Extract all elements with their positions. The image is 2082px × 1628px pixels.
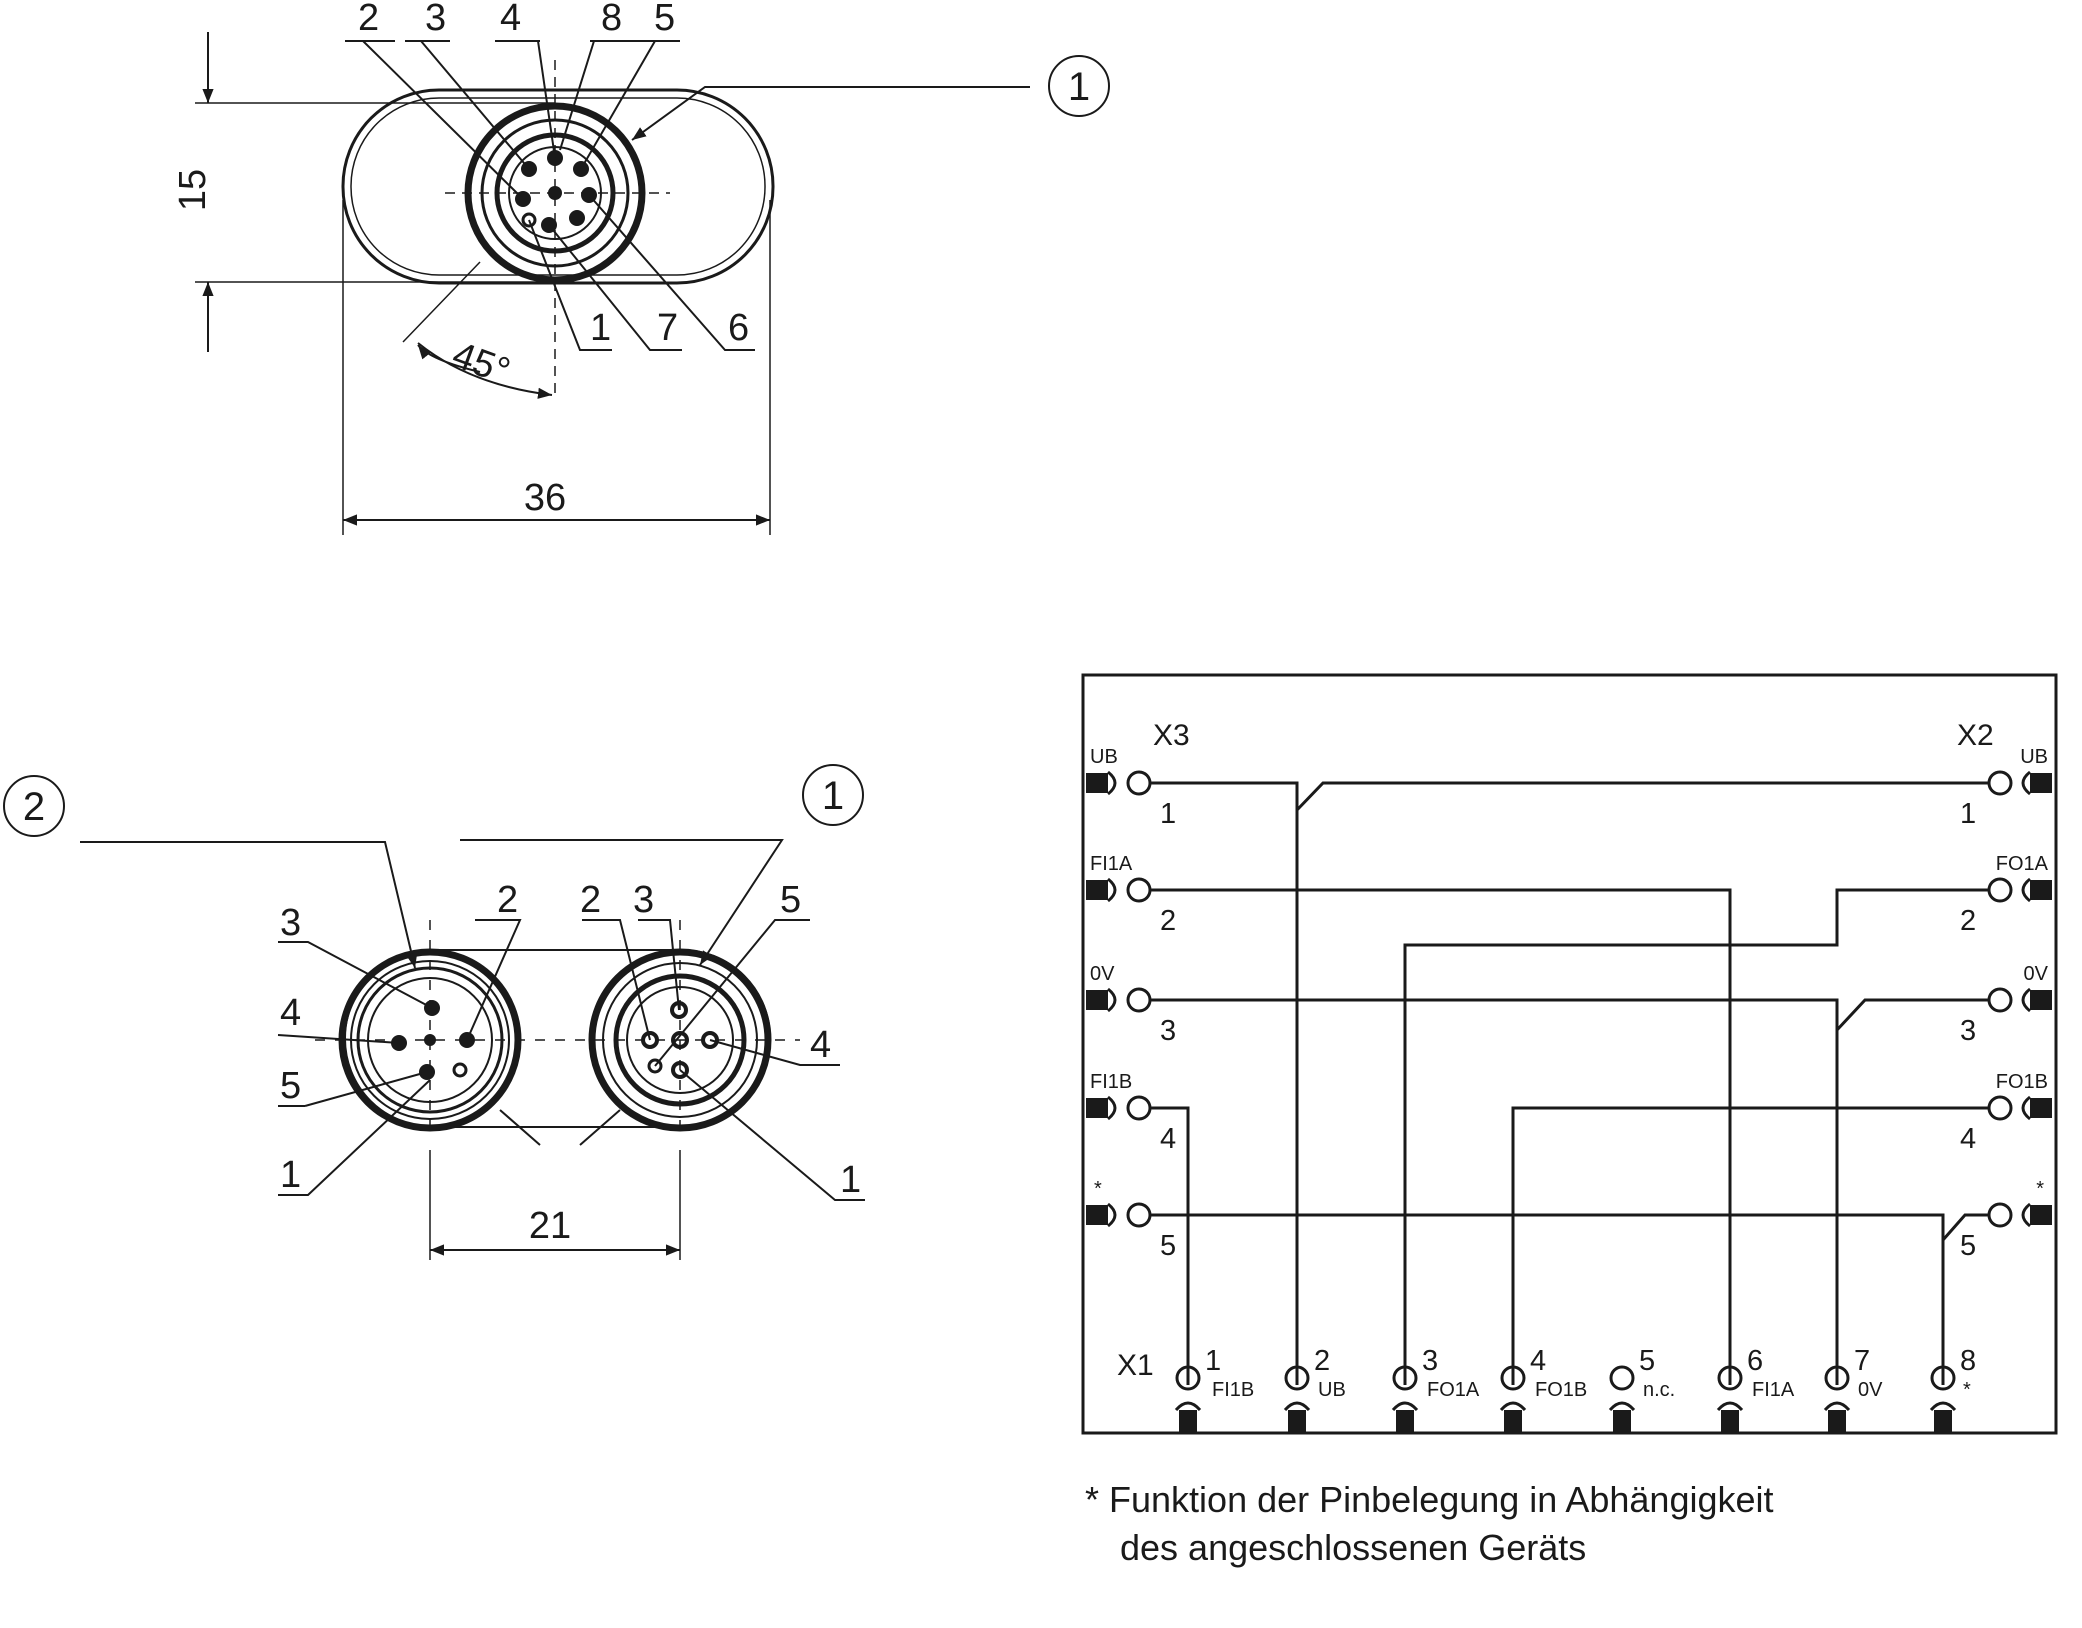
x1-pin-8-label: * [1963, 1379, 1971, 1401]
callout-6: 6 [728, 307, 749, 349]
x2-pin-5-label: * [2036, 1178, 2044, 1200]
right-callout-2: 2 [580, 879, 601, 921]
x1-pin-6-label: FI1A [1752, 1379, 1795, 1401]
left-callout-4: 4 [280, 992, 301, 1034]
wires [1150, 781, 1990, 1385]
right-callout-5: 5 [780, 879, 801, 921]
x1-pin-3-label: FO1A [1427, 1379, 1480, 1401]
x3-pin-2 [1086, 877, 1152, 903]
dim-height: 15 [172, 169, 214, 211]
callout-8: 8 [601, 0, 622, 39]
x1-label: X1 [1117, 1349, 1154, 1382]
x1-pin-4-label: FO1B [1535, 1379, 1587, 1401]
left-callout-3: 3 [280, 902, 301, 944]
x1-pin-6 [1716, 1365, 1744, 1432]
x3-pin-5 [1086, 1202, 1152, 1228]
callout-5: 5 [654, 0, 675, 39]
left-callout-1: 1 [280, 1154, 301, 1196]
x3-pin-1-label: UB [1090, 746, 1118, 768]
right-callout-4: 4 [810, 1024, 831, 1066]
x3-pin-3 [1086, 987, 1152, 1013]
ref-circle-1b [802, 764, 864, 826]
footnote-line-2: des angeschlossenen Geräts [1120, 1527, 1586, 1568]
x2-pin-2-label: FO1A [1996, 853, 2049, 875]
schematic-frame [1081, 673, 2058, 1435]
wiring-schematic: X3 X2 X1 [1081, 673, 2058, 1435]
footnote-line-1: * Funktion der Pinbelegung in Abhängigke… [1085, 1479, 1774, 1520]
x2-pin-4 [1987, 1095, 2052, 1121]
ref-circle-2 [3, 775, 65, 837]
x1-pin-7-label: 0V [1858, 1379, 1883, 1401]
x1-pin-2-num: 2 [1314, 1345, 1330, 1377]
x3-pin-4-label: FI1B [1090, 1071, 1132, 1093]
x1-pin-6-num: 6 [1747, 1345, 1763, 1377]
x1-pin-7-num: 7 [1854, 1345, 1870, 1377]
x3-pin-2-num: 2 [1160, 905, 1176, 937]
x1-connectors [1174, 1365, 1957, 1432]
dim-width: 36 [524, 477, 566, 519]
x3-pin-5-num: 5 [1160, 1230, 1176, 1262]
x1-pin-2-label: UB [1318, 1379, 1346, 1401]
callout-7: 7 [657, 307, 678, 349]
x1-pin-4-num: 4 [1530, 1345, 1546, 1377]
callout-1: 1 [590, 307, 611, 349]
left-callout-2: 2 [497, 879, 518, 921]
left-callout-5: 5 [280, 1065, 301, 1107]
x2-pin-3-num: 3 [1960, 1015, 1976, 1047]
ref-circle-1b-label: 1 [822, 774, 844, 818]
x1-pin-8 [1929, 1365, 1957, 1432]
x1-pin-1 [1174, 1365, 1202, 1432]
x3-pin-4-num: 4 [1160, 1123, 1176, 1155]
x1-pin-1-label: FI1B [1212, 1379, 1254, 1401]
x1-pin-7 [1823, 1365, 1851, 1432]
dim-spacing: 21 [529, 1205, 571, 1247]
top-view: 2 3 4 8 5 1 7 6 1 15 45° 36 [172, 0, 1110, 535]
x2-label: X2 [1957, 719, 1994, 752]
x2-pin-2-num: 2 [1960, 905, 1976, 937]
x2-pin-1-num: 1 [1960, 798, 1976, 830]
x1-pin-5-label: n.c. [1643, 1379, 1675, 1401]
x1-pin-4 [1499, 1365, 1527, 1432]
x3-pin-5-label: * [1094, 1178, 1102, 1200]
x3-pin-4 [1086, 1095, 1152, 1121]
x2-pin-1-label: UB [2020, 746, 2048, 768]
x2-pin-4-num: 4 [1960, 1123, 1976, 1155]
housing-inner-outline [350, 97, 766, 276]
right-callout-1: 1 [840, 1159, 861, 1201]
x2-connectors [1987, 770, 2052, 1228]
x3-pin-2-label: FI1A [1090, 853, 1133, 875]
x3-pin-1-num: 1 [1160, 798, 1176, 830]
front-view: 2 1 3 2 4 5 1 2 3 5 4 1 21 [3, 764, 865, 1260]
x3-connectors [1086, 770, 1152, 1228]
x1-pin-5-num: 5 [1639, 1345, 1655, 1377]
x1-pin-8-num: 8 [1960, 1345, 1976, 1377]
x3-pin-1 [1086, 770, 1152, 796]
ref-circle-1-label: 1 [1068, 65, 1090, 109]
x1-pin-1-num: 1 [1205, 1345, 1221, 1377]
x2-pin-4-label: FO1B [1996, 1071, 2048, 1093]
x3-pin-3-num: 3 [1160, 1015, 1176, 1047]
right-callout-3: 3 [633, 879, 654, 921]
x1-pin-3-num: 3 [1422, 1345, 1438, 1377]
x2-pin-3-label: 0V [2024, 963, 2049, 985]
ref-circle-2-label: 2 [23, 785, 45, 829]
x2-pin-5 [1987, 1202, 2052, 1228]
x1-pin-2 [1283, 1365, 1311, 1432]
callout-4: 4 [500, 0, 521, 39]
top-callout-leaders [345, 40, 755, 351]
ref-circle-1 [1048, 55, 1110, 117]
x2-pin-1 [1987, 770, 2052, 796]
x2-pin-3 [1987, 987, 2052, 1013]
pin-6b [569, 210, 585, 226]
x1-pin-5 [1608, 1365, 1636, 1432]
x1-pin-3 [1391, 1365, 1419, 1432]
x3-pin-3-label: 0V [1090, 963, 1115, 985]
x2-pin-5-num: 5 [1960, 1230, 1976, 1262]
dim-angle: 45° [447, 334, 515, 393]
callout-2: 2 [358, 0, 379, 39]
x3-label: X3 [1153, 719, 1190, 752]
x2-pin-2 [1987, 877, 2052, 903]
callout-3: 3 [425, 0, 446, 39]
